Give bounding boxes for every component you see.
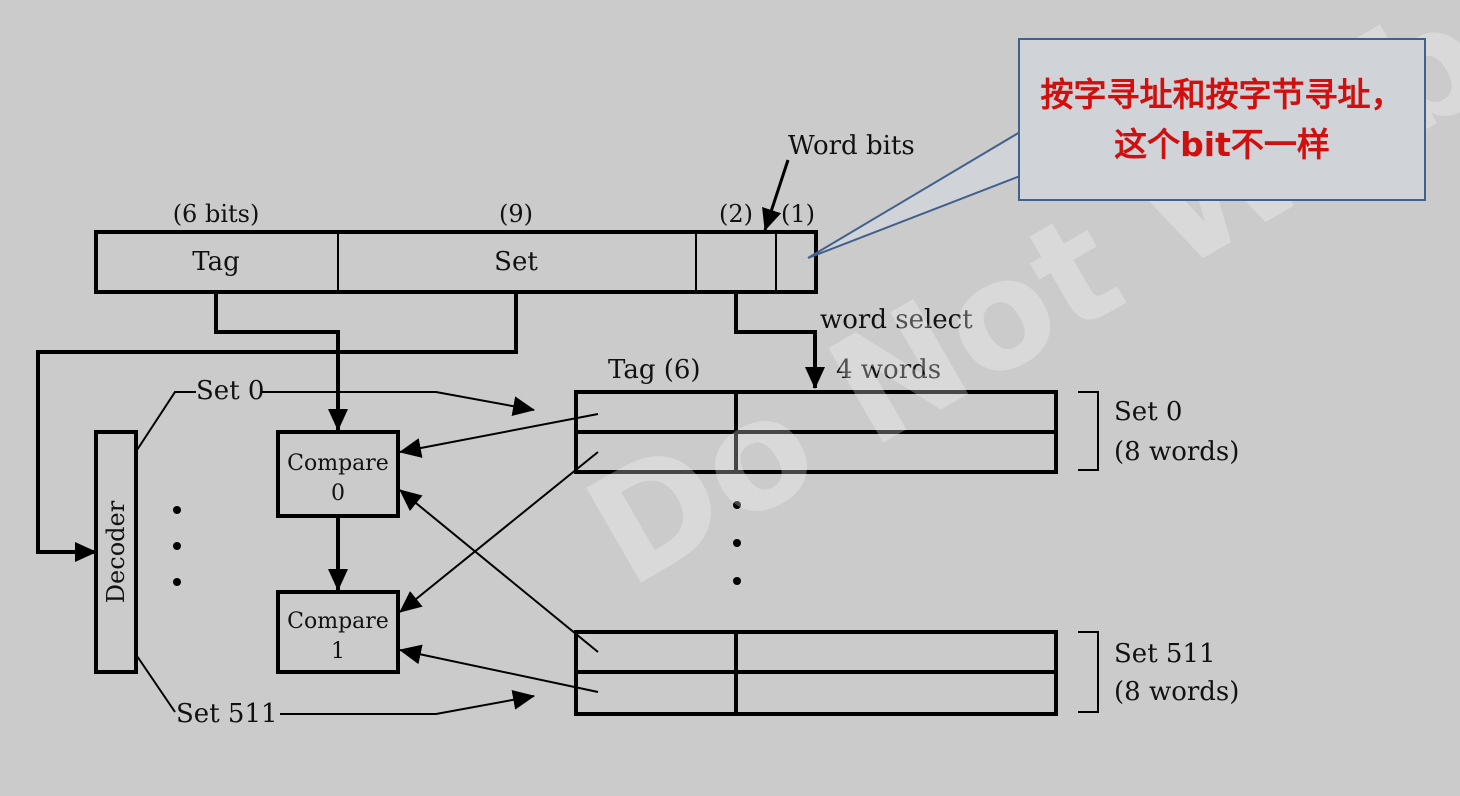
address-register	[94, 230, 818, 294]
tag-to-compare-line	[214, 292, 348, 431]
compare1-box	[276, 590, 400, 674]
set0-bracket-label-2: (8 words)	[1114, 437, 1239, 467]
set0-line	[136, 391, 196, 451]
compare1-label-1: Compare	[287, 609, 389, 634]
set0-way1-tag-arrow	[399, 451, 599, 613]
set0-arrow	[262, 391, 535, 417]
tag-width-label: (6 bits)	[173, 200, 260, 228]
set511-bracket-label-2: (8 words)	[1114, 677, 1239, 707]
cache-set-511	[574, 630, 1058, 716]
set511-in-label: Set 511	[176, 699, 278, 729]
cache-dots	[733, 501, 741, 585]
words-col-label: 4 words	[836, 355, 941, 385]
word-select-line	[734, 292, 825, 389]
compare0-label-1: Compare	[287, 451, 389, 476]
compare1-label-2: 1	[331, 639, 345, 664]
set0-in-label: Set 0	[196, 376, 264, 406]
decoder-dots	[173, 506, 181, 586]
tag-col-label: Tag (6)	[608, 355, 701, 385]
word-bits-arrow	[762, 159, 790, 231]
set511-line	[136, 655, 176, 713]
set511-way0-tag-arrow	[399, 489, 599, 653]
set511-bracket	[1078, 631, 1099, 713]
set0-bracket-label-1: Set 0	[1114, 397, 1182, 427]
set511-way1-tag-arrow	[399, 644, 599, 693]
decoder-box	[94, 430, 138, 674]
set0-bracket	[1078, 391, 1099, 471]
word-select-label: word select	[820, 305, 973, 335]
cache-set-0	[574, 390, 1058, 474]
set-to-decoder-line	[36, 292, 518, 562]
set-field-label: Set	[494, 247, 538, 277]
set511-arrow	[280, 689, 535, 715]
set511-bracket-label-1: Set 511	[1114, 639, 1216, 669]
byte-width-label: (1)	[781, 200, 815, 228]
callout-box: 按字寻址和按字节寻址，这个bit不一样	[1018, 38, 1426, 201]
tag-field-label: Tag	[192, 247, 239, 277]
word-width-label: (2)	[719, 200, 753, 228]
set0-way0-tag-arrow	[399, 413, 599, 458]
compare0-label-2: 0	[331, 481, 345, 506]
set-width-label: (9)	[499, 200, 533, 228]
word-bits-label: Word bits	[788, 131, 915, 161]
decoder-label: Decoder	[102, 500, 130, 603]
